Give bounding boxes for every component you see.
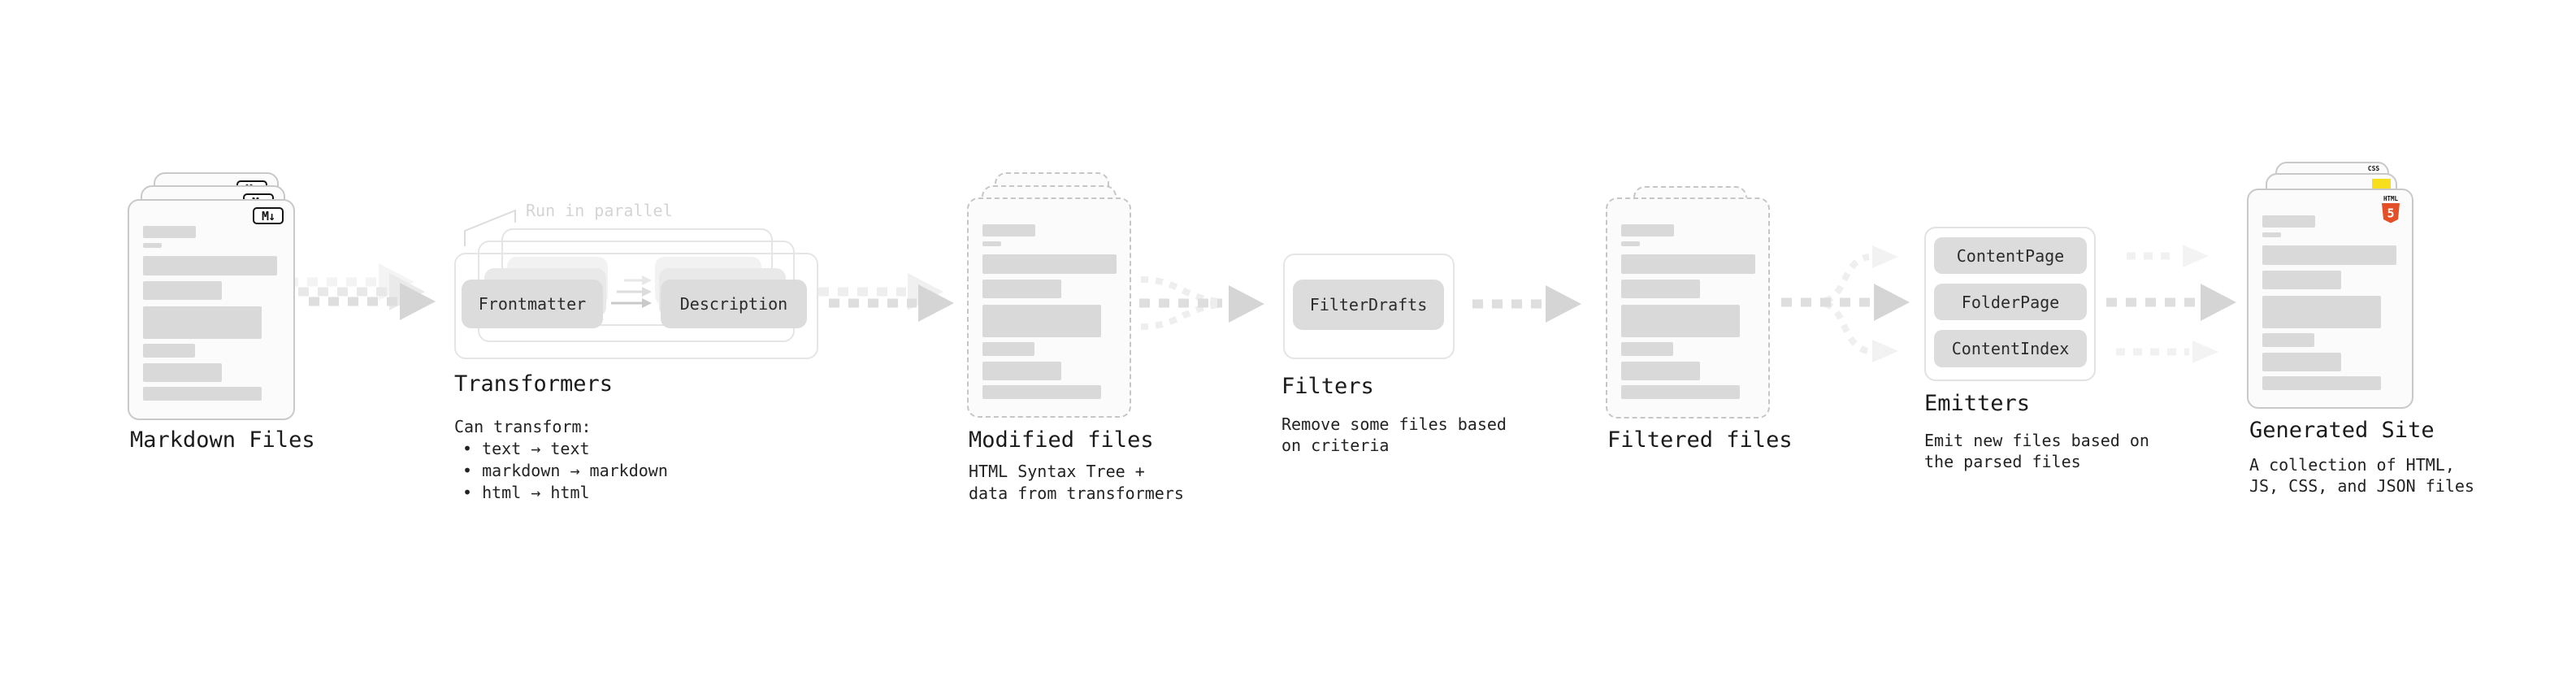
transform-bullet: • text → text: [462, 439, 590, 458]
emitter-content-page-box: ContentPage: [1934, 237, 2087, 274]
arrow-transformers-to-modified: [818, 273, 954, 322]
text-line-placeholder: [1621, 241, 1640, 246]
text-line-placeholder: [143, 387, 262, 401]
text-line-placeholder: [982, 254, 1117, 274]
generated-site-subtitle-line: JS, CSS, and JSON files: [2249, 476, 2474, 496]
javascript-icon: [2372, 179, 2391, 189]
text-line-placeholder: [143, 243, 162, 248]
filters-subtitle: Remove some files based on criteria: [1281, 414, 1507, 456]
text-line-placeholder: [1621, 385, 1740, 399]
markdown-files-title: Markdown Files: [130, 427, 315, 453]
generated-site-subtitle: A collection of HTML, JS, CSS, and JSON …: [2249, 454, 2474, 497]
arrow-filtered-to-emitters: [1781, 245, 1910, 362]
text-line-placeholder: [2262, 376, 2381, 390]
emitters-container: [1924, 227, 2096, 381]
filters-container: [1283, 254, 1455, 359]
modified-file-front: [967, 197, 1131, 418]
emitters-subtitle: Emit new files based on the parsed files: [1924, 430, 2149, 472]
arrow-markdown-to-transformers: [288, 263, 436, 320]
modified-files-title: Modified files: [969, 427, 1154, 453]
transformers-description-heading: Can transform:: [454, 417, 592, 436]
text-line-placeholder: [143, 306, 262, 339]
text-line-placeholder: [2262, 353, 2341, 371]
text-line-placeholder: [982, 385, 1101, 399]
text-line-placeholder: [982, 342, 1034, 356]
svg-text:HTML: HTML: [2383, 195, 2399, 202]
arrow-emitters-to-site: [2106, 245, 2236, 363]
text-line-placeholder: [1621, 254, 1755, 274]
text-line-placeholder: [982, 305, 1101, 337]
text-line-placeholder: [2262, 245, 2396, 265]
modified-files-subtitle-line: data from transformers: [969, 484, 1184, 503]
text-line-placeholder: [143, 256, 277, 275]
text-line-placeholder: [2262, 333, 2314, 347]
arrow-modified-to-filters: [1139, 276, 1264, 330]
text-line-placeholder: [1621, 305, 1740, 337]
parallel-note: Run in parallel: [526, 201, 673, 220]
modified-files-subtitle-line: HTML Syntax Tree +: [969, 462, 1145, 481]
site-file-front: HTML 5: [2247, 189, 2413, 409]
text-line-placeholder: [1621, 280, 1700, 298]
frontmatter-box: Frontmatter: [462, 280, 603, 328]
filtered-files-title: Filtered files: [1607, 427, 1793, 453]
text-line-placeholder: [1621, 362, 1700, 380]
html5-icon: HTML 5: [2382, 195, 2400, 223]
text-line-placeholder: [143, 363, 222, 382]
text-line-placeholder: [143, 344, 195, 358]
css-label: CSS: [2367, 165, 2380, 172]
text-line-placeholder: [1621, 224, 1674, 236]
svg-text:5: 5: [2387, 206, 2394, 221]
text-line-placeholder: [2262, 296, 2381, 328]
emitters-title: Emitters: [1924, 391, 2031, 416]
transform-bullet: • html → html: [462, 483, 590, 502]
filters-subtitle-line: Remove some files based: [1281, 414, 1507, 434]
text-line-placeholder: [982, 241, 1001, 246]
text-line-placeholder: [2262, 215, 2315, 228]
text-line-placeholder: [143, 281, 222, 300]
transformers-title: Transformers: [454, 371, 614, 397]
text-line-placeholder: [982, 280, 1061, 298]
transformer-step-arrows: [611, 275, 652, 308]
filter-drafts-box: FilterDrafts: [1293, 280, 1444, 330]
text-line-placeholder: [2262, 232, 2281, 237]
parallel-note-leader-line: [464, 209, 516, 246]
markdown-icon: M↓: [253, 207, 284, 224]
transformers-description: Can transform: • text → text • markdown …: [454, 416, 668, 504]
transformer-container-front: [454, 253, 818, 359]
filters-title: Filters: [1281, 374, 1374, 399]
text-line-placeholder: [982, 224, 1035, 236]
emitters-subtitle-line: the parsed files: [1924, 452, 2081, 471]
generated-site-title: Generated Site: [2249, 418, 2435, 443]
arrow-filters-to-filtered: [1472, 285, 1581, 323]
description-box: Description: [661, 280, 807, 328]
filtered-file-front: [1606, 197, 1770, 419]
filters-subtitle-line: on criteria: [1281, 436, 1390, 455]
emitter-content-index-box: ContentIndex: [1934, 330, 2087, 367]
transform-bullet: • markdown → markdown: [462, 461, 668, 480]
text-line-placeholder: [982, 362, 1061, 380]
modified-files-subtitle: HTML Syntax Tree + data from transformer…: [969, 461, 1184, 505]
text-line-placeholder: [1621, 342, 1673, 356]
markdown-file-front: M↓: [128, 199, 295, 420]
text-line-placeholder: [143, 226, 196, 238]
text-line-placeholder: [2262, 271, 2341, 289]
generated-site-subtitle-line: A collection of HTML,: [2249, 455, 2455, 475]
emitters-subtitle-line: Emit new files based on: [1924, 431, 2149, 450]
emitter-folder-page-box: FolderPage: [1934, 284, 2087, 320]
